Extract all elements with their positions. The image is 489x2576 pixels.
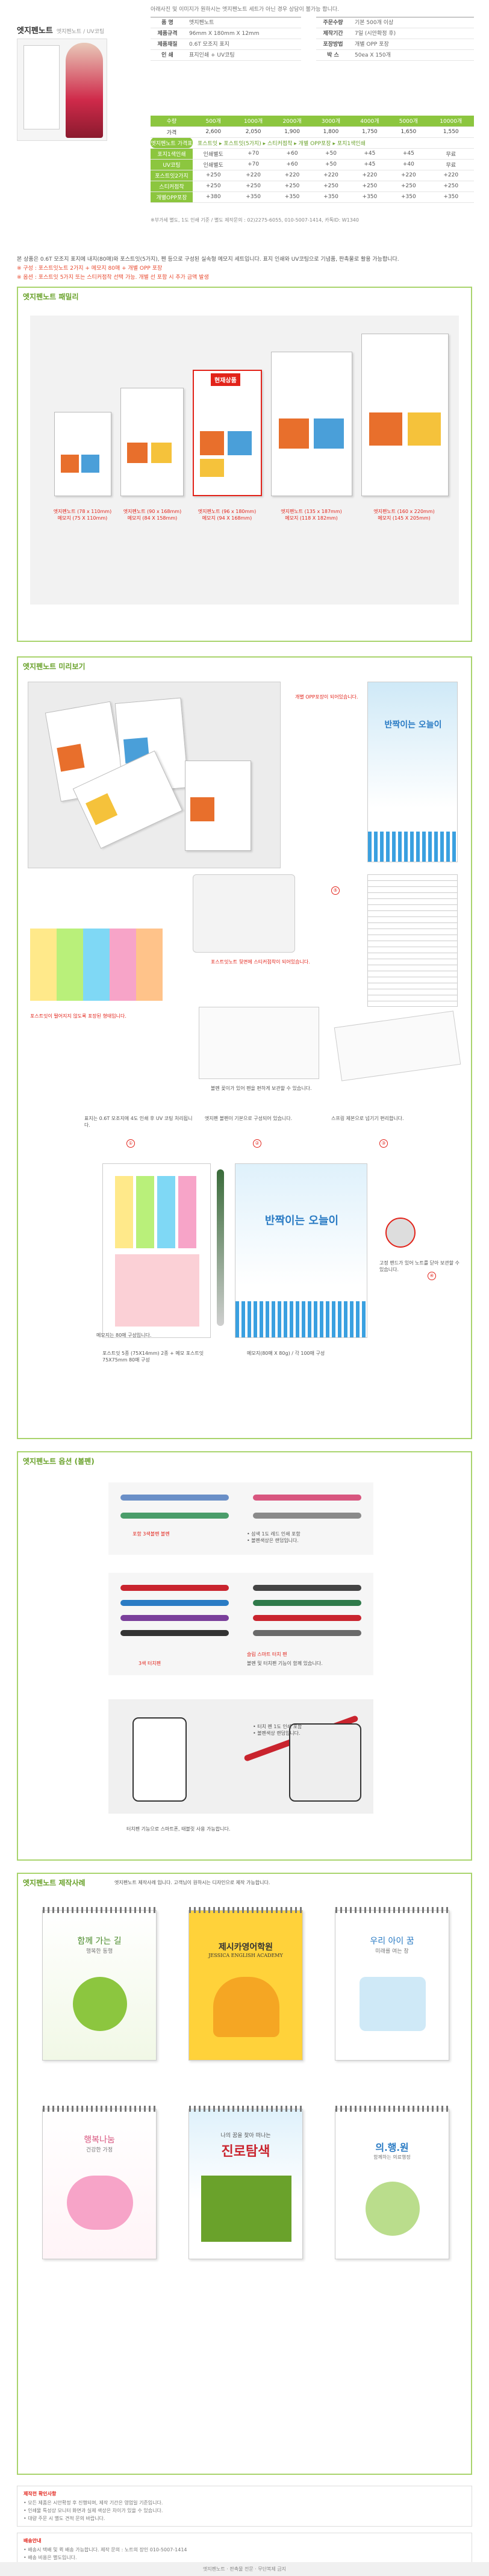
size-label: 엣지펜노트 (160 x 220mm)메모지 (145 X 205mm) [373, 509, 435, 521]
section-title: 엣지펜노트 패밀리 [23, 293, 79, 301]
options-header-row: 엣지펜노트 가격표 포스트잇 ▸ 포스트잇(5가지) ▸ 스티커점착 ▸ 개별 … [151, 137, 474, 149]
section-title: 엣지펜노트 미리보기 [23, 662, 86, 671]
case-cover: 제시카영어학원 JESSICA ENGLISH ACADEMY [188, 1907, 303, 2061]
size-label: 엣지펜노트 (90 x 168mm)메모지 (84 X 158mm) [123, 509, 182, 521]
sticker-photo [193, 874, 295, 953]
spring-note: 스프링 제본으로 넘기기 편리합니다. [331, 1116, 404, 1121]
cover-note: 표지는 0.6T 모조지에 4도 인쇄 후 UV 코팅 처리됩니다. [84, 1116, 193, 1128]
closed-notebook-photo [334, 1010, 461, 1081]
notebook-xl [361, 334, 449, 496]
open-notebook-right: 반짝이는 오늘이 [235, 1163, 367, 1338]
sticky-notes-photo [30, 929, 163, 1001]
notebook-cover-photo: 반짝이는 오늘이 [367, 682, 458, 862]
section-cases: 엣지펜노트 제작사례 엣지펜노트 제작사례 입니다. 고객님이 원하시는 디자인… [17, 1873, 472, 2475]
pen-2-sub: 볼펜 및 터치펜 기능이 함께 있습니다. [247, 1661, 323, 1666]
callout-number: ⑤ [331, 886, 340, 895]
notebook-xs [54, 412, 111, 496]
footer-notes: 제작전 확인사항 • 모든 제품은 시안확정 후 진행되며, 제작 기간은 영업… [17, 2486, 472, 2572]
case-cover: 행복나눔 건강한 가정 [42, 2106, 157, 2259]
size-label: 엣지펜노트 (78 x 110mm)메모지 (75 X 110mm) [53, 509, 112, 521]
section-title: 엣지펜노트 옵션 (볼펜) [23, 1457, 95, 1466]
pen-set-1-photo [108, 1482, 373, 1555]
section-preview: 엣지펜노트 미리보기 개별 OPP포장이 되어있습니다. 반짝이는 오늘이 포스… [17, 656, 472, 1439]
pen-holder-note: 볼펜 꽂이가 있어 펜을 편하게 보관할 수 있습니다. [211, 1086, 312, 1091]
caption-memo: 메모지(80매 X 80g) / 각 100매 구성 [247, 1351, 325, 1356]
sizes-stage: 현재상품 엣지펜노트 (78 x 110mm)메모지 (75 X 110mm) … [30, 316, 459, 605]
pen-image [217, 1169, 224, 1326]
price-footnote: ※부가세 별도, 1도 인쇄 기준 / 별도 제작문의 : 02)2275-60… [151, 217, 359, 223]
current-product-tag: 현재상품 [211, 373, 240, 386]
pen-1-note: • 삼색 1도 레드 인쇄 포함 • 볼펜색상은 랜덤입니다. [247, 1531, 301, 1543]
intro-text: 본 상품은 0.6T 모조지 표지에 내지(80매)와 포스트잇(5가지), 펜… [17, 257, 399, 281]
close-note: 고정 밴드가 있어 노트를 닫아 보관할 수 있습니다. [379, 1260, 460, 1272]
notebook-l [271, 352, 352, 496]
inner-pages-photo [367, 874, 458, 1007]
callout-number: ① [126, 1139, 135, 1148]
notebook-s [120, 388, 184, 496]
callout-number: ④ [428, 1272, 436, 1280]
pen-note: 엣지펜 볼펜이 기본으로 구성되어 있습니다. [205, 1116, 293, 1121]
size-label: 엣지펜노트 (135 x 187mm)메모지 (118 X 182mm) [281, 509, 342, 521]
header-note: 아래사진 및 이미지가 원하시는 엣지펜노트 세트가 아닌 경우 상담이 불가능… [151, 7, 339, 13]
pen-2-note: 슬림 스마트 터치 펜 [247, 1652, 287, 1657]
touch-note: 터치펜 기능으로 스마트폰, 태블릿 사용 가능합니다. [126, 1826, 231, 1832]
inner-note: 메모지는 80매 구성입니다. [96, 1333, 152, 1338]
caption-post: 포스트잇 5종 (75X14mm) 2종 + 메모 포스트잇 75X75mm 8… [102, 1351, 204, 1363]
sticky-stack-note: 포스트잇이 떨어지지 않도록 포장된 형태입니다. [30, 1013, 126, 1019]
pen-3-note: • 터치 펜 1도 인쇄 포함 • 볼펜색상 랜덤입니다. [253, 1724, 302, 1736]
notebook-current [193, 370, 262, 496]
notebook-image [23, 45, 60, 129]
option-row: 스티커점착+250 +250+250+250+250+250+250 [151, 181, 474, 192]
case-cover: 함께 가는 길 행복한 동행 [42, 1907, 157, 2061]
sticker-note: 포스트잇노트 뒷면에 스티커점착이 되어있습니다. [211, 959, 310, 965]
case-cover: 나의 꿈을 찾아 떠나는 진로탐색 [188, 2106, 303, 2259]
section-subtitle: 엣지펜노트 제작사례 입니다. 고객님이 원하시는 디자인으로 제작 가능합니다… [114, 1880, 270, 1885]
option-row: 개별OPP포장+380 +350+350+350+350+350+350 [151, 191, 474, 203]
pen-holder-photo [199, 1007, 319, 1079]
case-cover: 의.행.원 함께하는 의료행정 [335, 2106, 449, 2259]
opp-note: 개별 OPP포장이 되어있습니다. [295, 694, 358, 700]
pen-1-label: 포함 3색볼펜 볼펜 [132, 1531, 170, 1537]
size-label: 엣지펜노트 (96 x 180mm)메모지 (94 X 168mm) [198, 509, 257, 521]
footer-box: 배송안내 • 배송시 택배 및 퀵 배송 가능합니다. 제작 문의 : 노트의 … [17, 2533, 472, 2566]
footer-box: 제작전 확인사항 • 모든 제품은 시안확정 후 진행되며, 제작 기간은 영업… [17, 2486, 472, 2527]
section-family: 엣지펜노트 패밀리 현재상품 엣지펜노트 (78 x 110mm)메모지 (75… [17, 287, 472, 642]
section-title: 엣지펜노트 제작사례 [23, 1879, 86, 1887]
bottom-bar: 엣지펜노트 · 판촉물 전문 · 무단복제 금지 [0, 2562, 489, 2576]
model-image [66, 43, 103, 138]
option-row: 포스트잇2가지+250 +220+220+220+220+220+220 [151, 170, 474, 181]
product-photo [17, 39, 107, 141]
callout-number: ③ [379, 1139, 388, 1148]
pen-2-label: 3색 터치펜 [139, 1661, 161, 1666]
packaged-photo [28, 682, 281, 868]
section-pens: 엣지펜노트 옵션 (볼펜) 포함 3색볼펜 볼펜 • 삼색 1도 레드 인쇄 포… [17, 1451, 472, 1861]
open-notebook-left [102, 1163, 211, 1338]
callout-number: ② [253, 1139, 261, 1148]
case-cover: 우리 아이 꿈 미래를 여는 창 [335, 1907, 449, 2061]
pen-set-2-photo [108, 1573, 373, 1675]
touch-pen-photo [108, 1699, 373, 1814]
close-band-zoom [385, 1218, 416, 1248]
